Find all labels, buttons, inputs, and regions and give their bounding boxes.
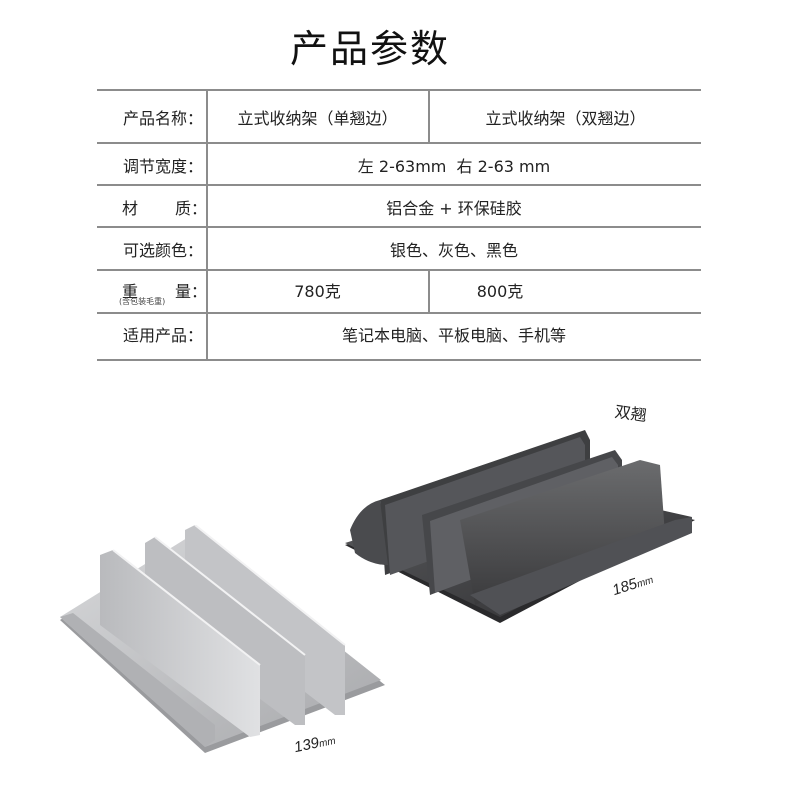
cell-single-edge-name: 立式收纳架（单翘边）: [237, 109, 398, 128]
row-divider: [97, 269, 701, 271]
label-weight-right: 量：: [175, 282, 208, 301]
label-column-divider: [206, 89, 208, 361]
label-weight-left: 重: [122, 282, 139, 301]
row-divider: [97, 142, 701, 144]
row-divider: [97, 312, 701, 314]
page-title: 产品参数: [289, 27, 450, 71]
label-product-name: 产品名称：: [122, 109, 203, 128]
label-adjust-width: 调节宽度：: [122, 157, 203, 176]
label-weight-note: (含包装毛重): [119, 297, 166, 306]
cell-single-edge-weight: 780克: [294, 282, 341, 301]
label-material-right: 质：: [175, 199, 208, 218]
cell-double-edge-weight: 800克: [476, 282, 524, 301]
cell-double-edge-name: 立式收纳架（双翘边）: [485, 109, 646, 128]
table-bottom-border: [97, 359, 701, 361]
label-colors: 可选颜色：: [122, 241, 203, 260]
label-material-left: 材: [122, 199, 139, 218]
cell-adjust-width: 左 2-63mm 右 2-63 mm: [357, 157, 551, 176]
table-top-border: [97, 89, 701, 91]
dark-stand-image: [345, 430, 695, 623]
row-divider: [97, 226, 701, 228]
dark-stand-dimension-unit: mm: [635, 574, 655, 591]
cell-colors: 银色、灰色、黑色: [389, 241, 518, 260]
label-applicable: 适用产品：: [122, 326, 203, 345]
double-flange-tag: 双翘: [613, 401, 648, 426]
weight-cell-divider: [428, 269, 430, 313]
name-cell-divider: [428, 89, 430, 143]
cell-material: 铝合金 + 环保硅胶: [386, 199, 522, 218]
row-divider: [97, 184, 701, 186]
label-weight: 重 量： (含包装毛重): [97, 278, 207, 312]
cell-applicable: 笔记本电脑、平板电脑、手机等: [341, 326, 566, 345]
silver-stand-image: [60, 525, 385, 753]
silver-stand-dimension-unit: mm: [318, 735, 337, 750]
